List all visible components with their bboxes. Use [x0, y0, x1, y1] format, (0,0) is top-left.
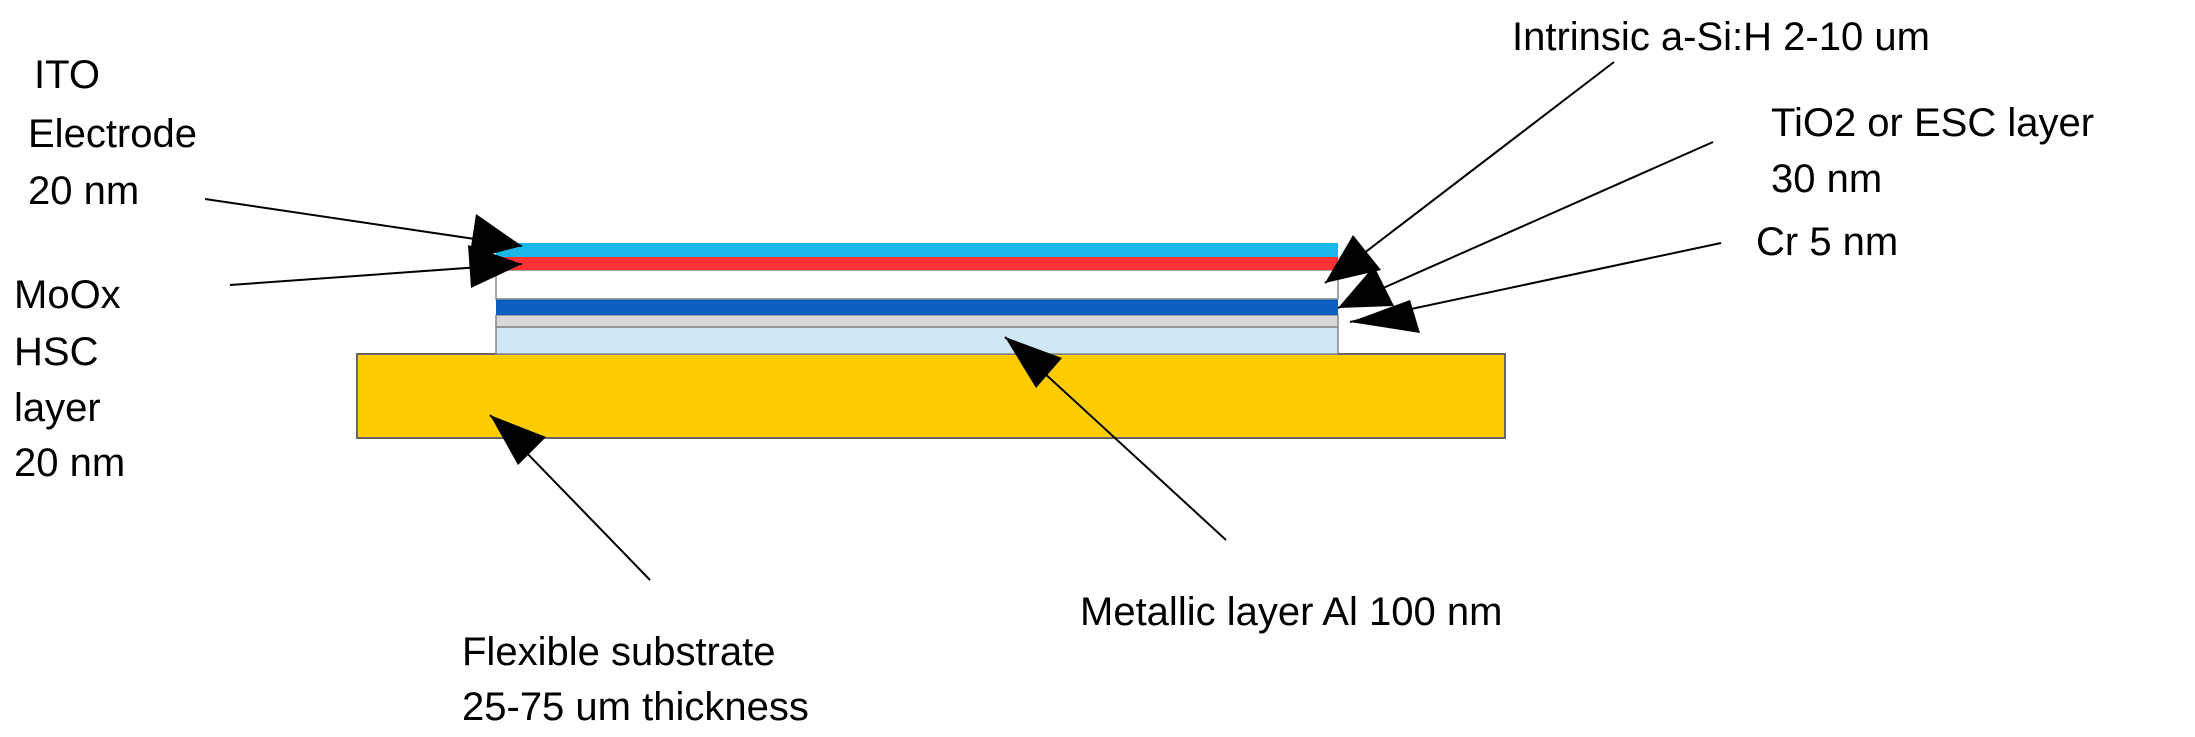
cr-layer [495, 314, 1339, 328]
svg-text:ITO: ITO [34, 53, 100, 97]
tio2-esc-layer [496, 299, 1338, 315]
moox-arrowhead [468, 245, 522, 288]
moox-hsc-layer [496, 257, 1338, 270]
svg-text:layer: layer [14, 386, 101, 430]
intrinsic-arrow [1324, 61, 1615, 284]
metallic-al-layer [495, 326, 1339, 355]
substrate-arrowhead [490, 415, 546, 465]
intrinsic-asi-layer [495, 269, 1339, 300]
flexible-substrate-layer [356, 353, 1506, 439]
svg-text:HSC: HSC [14, 330, 98, 374]
svg-text:30 nm: 30 nm [1771, 157, 1882, 201]
svg-text:20 nm: 20 nm [28, 169, 139, 213]
ito-arrow [204, 198, 523, 247]
metallic-label: Metallic layer Al 100 nm [1080, 590, 1502, 634]
moox-label: MoOx HSC layer 20 nm [14, 273, 125, 485]
svg-text:MoOx: MoOx [14, 273, 121, 317]
cr-label: Cr 5 nm [1756, 220, 1898, 264]
tio2-label: TiO2 or ESC layer 30 nm [1771, 101, 2094, 201]
substrate-label: Flexible substrate 25-75 um thickness [462, 630, 809, 729]
intrinsic-arrowhead [1325, 235, 1381, 283]
svg-text:Flexible substrate: Flexible substrate [462, 630, 775, 674]
metallic-arrowhead [1005, 337, 1062, 388]
tio2-arrow [1337, 141, 1714, 309]
svg-text:Electrode: Electrode [28, 112, 197, 156]
svg-text:20 nm: 20 nm [14, 441, 125, 485]
ito-label: ITO Electrode 20 nm [28, 53, 197, 213]
ito-electrode-layer [496, 243, 1338, 257]
intrinsic-label: Intrinsic a-Si:H 2-10 um [1512, 15, 1930, 59]
arrows [204, 61, 1722, 581]
svg-text:25-75 um thickness: 25-75 um thickness [462, 685, 809, 729]
tio2-arrowhead [1338, 266, 1394, 308]
ito-arrowhead [469, 214, 522, 260]
cr-arrowhead [1350, 300, 1420, 333]
svg-text:TiO2 or ESC layer: TiO2 or ESC layer [1771, 101, 2094, 145]
